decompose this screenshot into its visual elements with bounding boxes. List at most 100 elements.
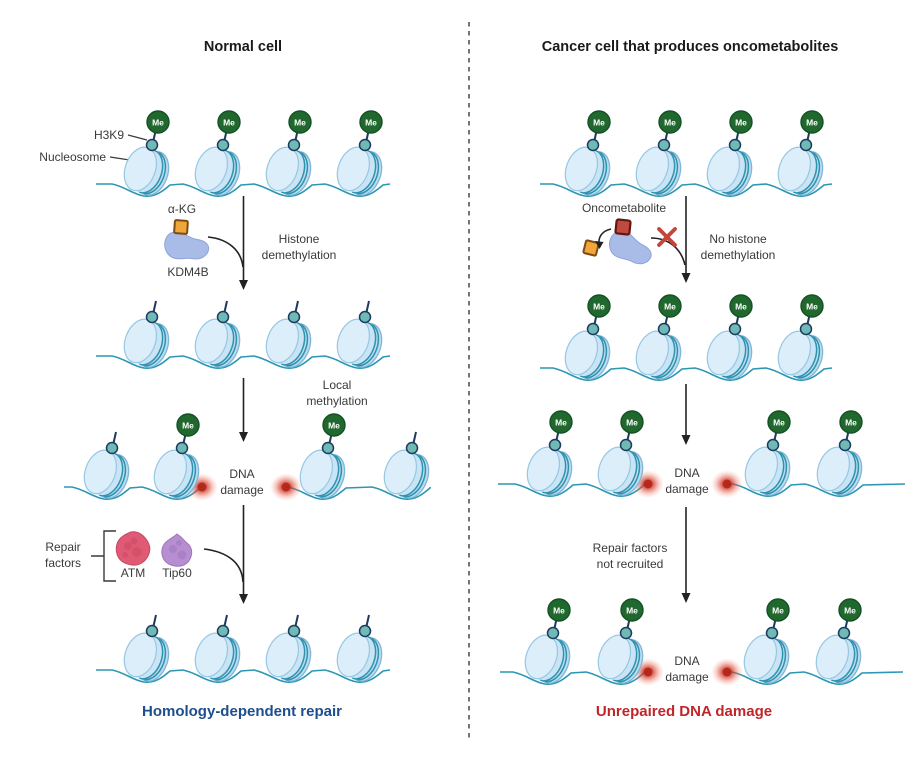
dna-strand <box>96 669 391 684</box>
me-badge <box>359 110 383 134</box>
tip60-label: Tip60 <box>162 566 192 580</box>
me-label: Me <box>844 605 856 615</box>
h3k9-residue <box>287 624 301 638</box>
h3k9-residue <box>216 624 230 638</box>
dna-wrap-line <box>281 635 306 680</box>
me-label: Me <box>664 301 676 311</box>
dna-wrap-line <box>545 639 568 683</box>
dna-wrap-line <box>831 637 856 682</box>
me-label: Me <box>626 417 638 427</box>
dna-wrap-line <box>286 323 309 367</box>
nucleosome: Me <box>597 598 644 684</box>
nucleosome: Me <box>777 110 824 196</box>
h3k9-residue <box>321 441 335 455</box>
me-label: Me <box>806 301 818 311</box>
nucleosome-disc <box>815 634 862 684</box>
nucleosome-disc <box>383 449 430 499</box>
me-badge <box>800 294 824 318</box>
repair-not-recruited-label-line1: Repair factors <box>593 541 668 555</box>
h3k9-residue <box>728 322 742 336</box>
h3k9-residue <box>405 441 419 455</box>
dna-strand <box>96 355 391 370</box>
chromatin-row-L4 <box>96 614 391 684</box>
right-panel-footer: Unrepaired DNA damage <box>596 703 772 720</box>
h3k9-residue <box>657 322 671 336</box>
dna-wrap-line <box>404 454 427 498</box>
dna-wrap-line <box>144 637 167 681</box>
nucleosome-disc <box>265 318 312 368</box>
dna-strand <box>498 483 649 498</box>
h3k9-residue <box>175 441 189 455</box>
nucleosome <box>383 431 430 499</box>
me-label: Me <box>772 605 784 615</box>
dna-wrap-line <box>281 321 306 366</box>
dna-wrap-line <box>618 639 641 683</box>
h3k9-residue <box>358 310 372 324</box>
me-label: Me <box>593 301 605 311</box>
me-badge <box>288 110 312 134</box>
me-label: Me <box>328 420 340 430</box>
nucleosome-disc <box>299 449 346 499</box>
me-badge <box>176 413 200 437</box>
h3k9-residue <box>838 438 852 452</box>
me-label: Me <box>294 117 306 127</box>
me-badge <box>838 598 862 622</box>
dna-wrap-line <box>798 335 821 379</box>
nucleosome-disc <box>597 446 644 496</box>
dna-wrap-line <box>144 323 167 367</box>
me-badge <box>620 598 644 622</box>
nucleosome: Me <box>815 598 862 684</box>
dna-wrap-line <box>286 151 309 195</box>
arrow-histone-demethylation <box>239 196 248 290</box>
nucleosome-disc <box>706 330 753 380</box>
nucleosome-disc <box>597 634 644 684</box>
nucleosome: Me <box>635 294 682 380</box>
me-badge <box>587 110 611 134</box>
nucleosome-disc <box>123 632 170 682</box>
nucleosome: Me <box>706 110 753 196</box>
nucleosome: Me <box>635 110 682 196</box>
me-badge <box>729 294 753 318</box>
h3k9-residue <box>145 138 159 152</box>
akg-release-arrow <box>595 228 612 249</box>
nucleosome <box>265 614 312 682</box>
dna-wrap-line <box>352 149 377 194</box>
me-badge <box>800 110 824 134</box>
dna-damage-label-line2: damage <box>220 483 264 497</box>
me-badge <box>658 110 682 134</box>
left-panel: Normal cell H3K9 Nucleosome α-KG KDM4B H… <box>39 39 367 720</box>
me-label: Me <box>735 301 747 311</box>
dna-damage-core <box>722 667 732 677</box>
right-panel: Cancer cell that produces oncometabolite… <box>542 39 839 720</box>
akg-label: α-KG <box>168 202 196 216</box>
nucleosome-label: Nucleosome <box>39 150 106 164</box>
nucleosome <box>265 300 312 368</box>
h3k9-residue <box>799 322 813 336</box>
nucleosome: Me <box>597 410 644 496</box>
me-label: Me <box>664 117 676 127</box>
dna-wrap-line <box>793 333 818 378</box>
dna-wrap-line <box>104 454 127 498</box>
nucleosome: Me <box>564 110 611 196</box>
nucleosome-disc <box>816 446 863 496</box>
dna-damage-upper-label-line1: DNA <box>674 466 699 480</box>
dna-wrap-line <box>651 333 676 378</box>
nucleosome-disc <box>265 632 312 682</box>
h3k9-residue <box>145 310 159 324</box>
dna-damage-lower-label-line2: damage <box>665 670 709 684</box>
dna-strand <box>500 671 649 686</box>
nucleosome-disc <box>777 146 824 196</box>
nucleosome <box>83 431 130 499</box>
nucleosome-disc <box>123 146 170 196</box>
nucleosome-disc <box>635 330 682 380</box>
oncometabolite-label: Oncometabolite <box>582 201 666 215</box>
nucleosome-disc <box>564 146 611 196</box>
h3k9-residue <box>358 138 372 152</box>
nucleosome-disc <box>123 318 170 368</box>
nucleosome-disc <box>265 146 312 196</box>
dna-wrap-line <box>722 149 747 194</box>
dna-wrap-line <box>210 149 235 194</box>
me-label: Me <box>555 417 567 427</box>
dna-wrap-line <box>765 451 788 495</box>
